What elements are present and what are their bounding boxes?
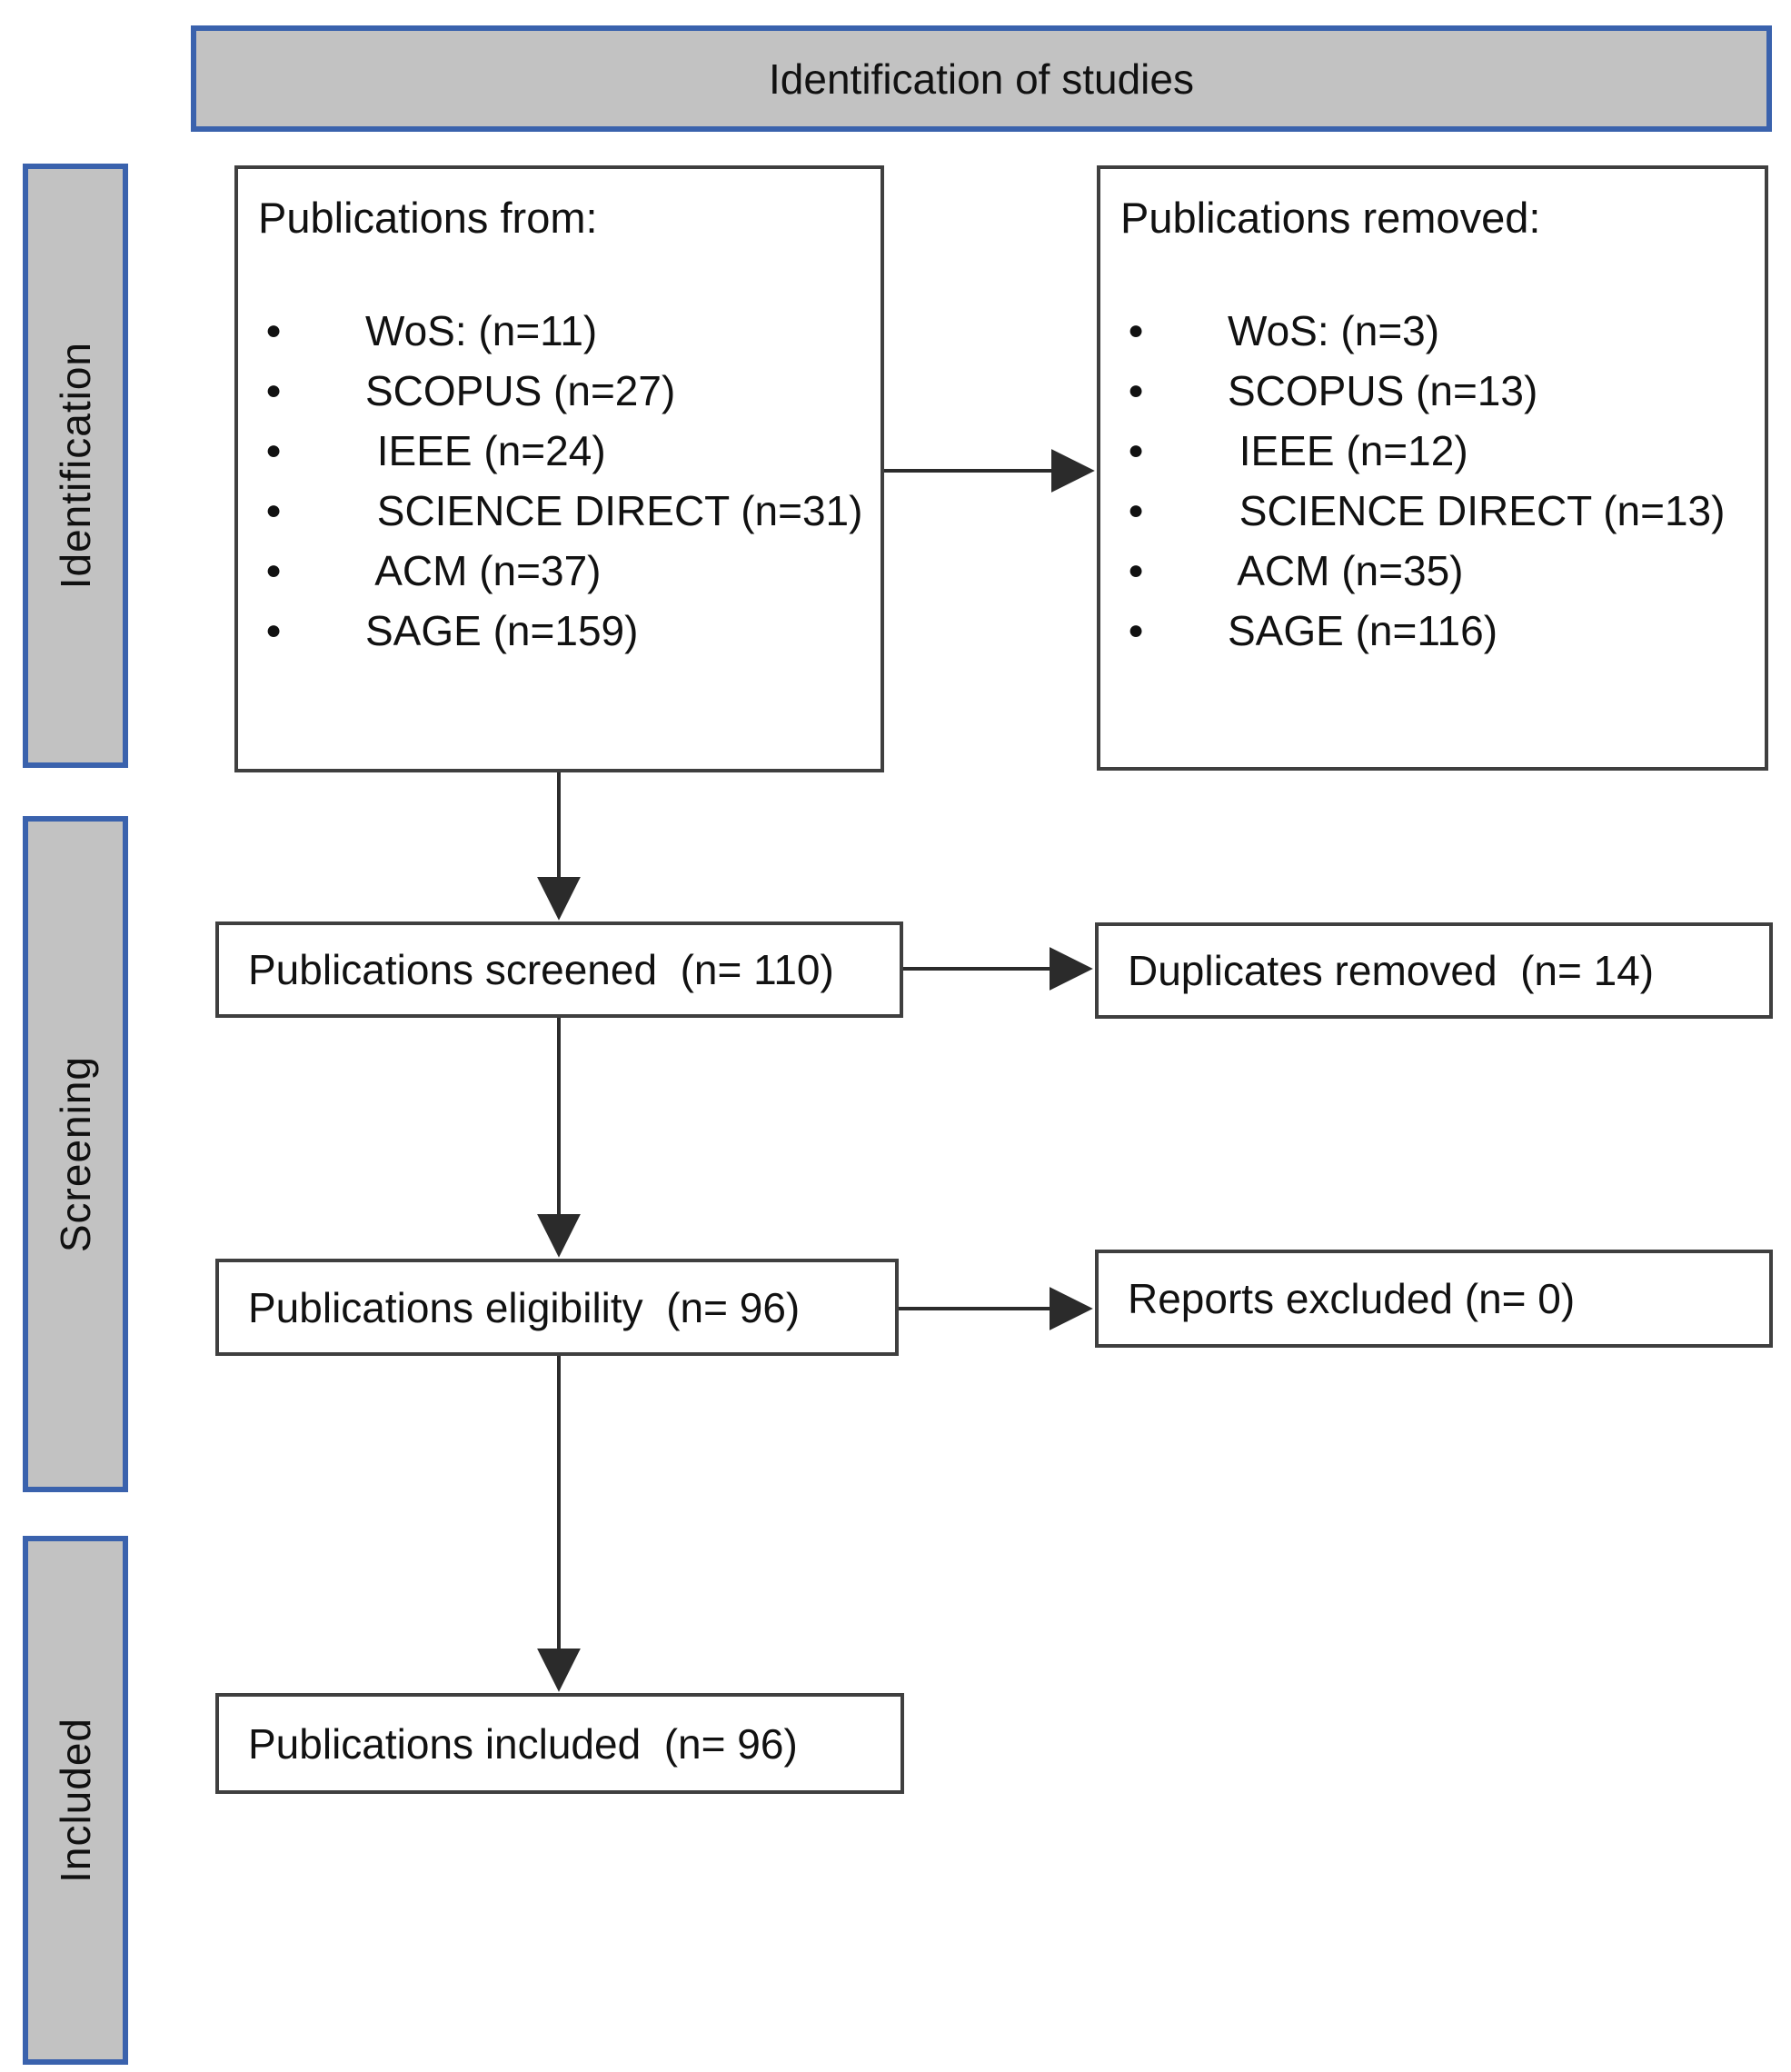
- bullet-icon: ●: [265, 375, 283, 405]
- stage-identification-label: Identification: [52, 342, 99, 590]
- bullet-item: ● WoS: (n=11): [258, 301, 866, 361]
- bullet-item-label: SCOPUS (n=13): [1228, 367, 1538, 414]
- box-publications-included: Publications included (n= 96): [215, 1693, 904, 1794]
- reports-excluded-label: Reports excluded (n= 0): [1128, 1275, 1576, 1322]
- bullet-icon: ●: [265, 315, 283, 345]
- bullet-item: ● ACM (n=37): [258, 541, 866, 601]
- bullet-item-label: SCOPUS (n=27): [365, 367, 676, 414]
- publications-from-list: ●WoS: (n=11)●SCOPUS (n=27)● IEEE (n=24)●…: [258, 301, 866, 661]
- bullet-item: ● IEEE (n=12): [1120, 421, 1750, 481]
- bullet-item: ● WoS: (n=3): [1120, 301, 1750, 361]
- bullet-item-label: ACM (n=37): [365, 547, 602, 594]
- box-publications-removed: Publications removed: ● WoS: (n=3) ● SCOPUS…: [1097, 165, 1768, 771]
- publications-from-title: Publications from:: [258, 194, 598, 242]
- stage-screening: Screening: [23, 816, 128, 1492]
- stage-included: Included: [23, 1536, 128, 2065]
- bullet-item-label: SCIENCE DIRECT (n=13): [1228, 487, 1726, 534]
- bullet-icon: ●: [265, 495, 283, 525]
- bullet-icon: ●: [1128, 315, 1145, 345]
- box-publications-from: Publications from: ● WoS: (n=11) ● SCOPUS (…: [234, 165, 884, 772]
- bullet-item-label: IEEE (n=24): [365, 427, 606, 474]
- publications-eligibility-label: Publications eligibility (n= 96): [248, 1283, 801, 1331]
- bullet-item-label: SAGE (n=159): [365, 607, 639, 654]
- bullet-item-label: SAGE (n=116): [1228, 607, 1498, 654]
- stage-included-label: Included: [52, 1718, 99, 1883]
- bullet-icon: ●: [1128, 495, 1145, 525]
- bullet-item-label: ACM (n=35): [1228, 547, 1464, 594]
- bullet-item: ● SCIENCE DIRECT (n=13): [1120, 481, 1750, 541]
- box-duplicates-removed: Duplicates removed (n= 14): [1095, 922, 1773, 1019]
- publications-removed-title: Publications removed:: [1120, 194, 1541, 242]
- bullet-item: ● SCIENCE DIRECT (n=31): [258, 481, 866, 541]
- box-publications-screened: Publications screened (n= 110): [215, 921, 903, 1018]
- bullet-icon: ●: [1128, 435, 1145, 465]
- bullet-item-label: IEEE (n=12): [1228, 427, 1468, 474]
- duplicates-removed-label: Duplicates removed (n= 14): [1128, 947, 1655, 994]
- bullet-item-label: SCIENCE DIRECT (n=31): [365, 487, 863, 534]
- box-publications-eligibility: Publications eligibility (n= 96): [215, 1259, 899, 1356]
- bullet-item: ● ACM (n=35): [1120, 541, 1750, 601]
- bullet-item: ● SCOPUS (n=13): [1120, 361, 1750, 421]
- bullet-icon: ●: [265, 555, 283, 585]
- bullet-icon: ●: [265, 435, 283, 465]
- bullet-item-label: WoS: (n=3): [1228, 307, 1440, 354]
- bullet-icon: ●: [1128, 555, 1145, 585]
- bullet-item: ● IEEE (n=24): [258, 421, 866, 481]
- bullet-icon: ●: [1128, 615, 1145, 645]
- publications-included-label: Publications included (n= 96): [248, 1719, 798, 1768]
- publications-screened-label: Publications screened (n= 110): [248, 946, 834, 993]
- publications-removed-list: ●WoS: (n=3)●SCOPUS (n=13)● IEEE (n=12)● …: [1120, 301, 1750, 661]
- box-reports-excluded: Reports excluded (n= 0): [1095, 1250, 1773, 1348]
- header-title: Identification of studies: [769, 55, 1194, 103]
- bullet-item: ● SAGE (n=159): [258, 601, 866, 661]
- bullet-item-label: WoS: (n=11): [365, 307, 598, 354]
- header-banner: Identification of studies: [191, 25, 1772, 132]
- bullet-icon: ●: [265, 615, 283, 645]
- bullet-item: ● SAGE (n=116): [1120, 601, 1750, 661]
- bullet-icon: ●: [1128, 375, 1145, 405]
- stage-screening-label: Screening: [52, 1055, 99, 1253]
- bullet-item: ● SCOPUS (n=27): [258, 361, 866, 421]
- stage-identification: Identification: [23, 164, 128, 768]
